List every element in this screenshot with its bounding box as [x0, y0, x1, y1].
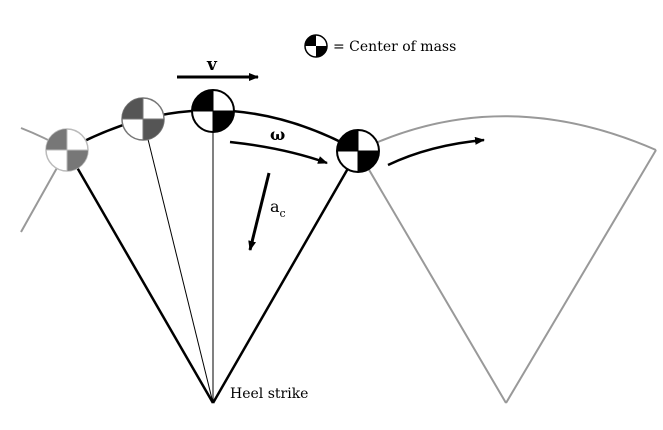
legend: = Center of mass — [304, 34, 456, 58]
center-of-mass-icon — [336, 129, 380, 173]
center-of-mass-icon — [121, 97, 165, 141]
stance-legs — [65, 111, 360, 404]
accel-subscript: c — [280, 207, 286, 220]
heel-strike-label: Heel strike — [230, 386, 308, 402]
angular-velocity-arrow — [229, 140, 328, 165]
next-step-arc — [357, 115, 657, 404]
center-of-mass-icon — [191, 89, 235, 133]
angular-velocity-label: ω — [270, 125, 285, 144]
velocity-label: v — [206, 55, 218, 75]
legend-center-of-mass-icon — [304, 34, 328, 58]
centripetal-acceleration-label: ac — [270, 197, 286, 220]
centripetal-acceleration-arrow — [248, 172, 271, 251]
center-of-mass-icon — [45, 128, 89, 172]
next-step-arrow — [387, 136, 485, 167]
legend-label: = Center of mass — [333, 39, 456, 55]
accel-base: a — [270, 197, 280, 216]
